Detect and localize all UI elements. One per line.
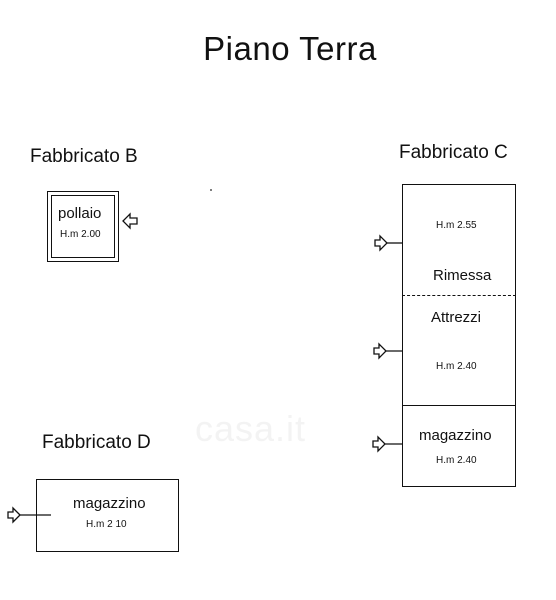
room-magazzino-c-name: magazzino [419, 427, 492, 444]
room-attrezzi-height: H.m 2.40 [436, 361, 477, 372]
room-attrezzi-name: Attrezzi [431, 309, 482, 326]
building-d-label: Fabbricato D [42, 432, 151, 453]
watermark: casa.it [195, 408, 307, 449]
entrance-arrow-icon [7, 506, 51, 524]
room-magazzino-d-height: H.m 2 10 [86, 519, 127, 530]
building-d-outline [36, 479, 179, 552]
building-b-inner-wall [51, 195, 115, 258]
building-b-outline [47, 191, 119, 262]
entrance-arrow-icon [374, 234, 403, 252]
page-title: Piano Terra [203, 30, 377, 67]
entrance-arrow-icon [373, 342, 403, 360]
building-c-wall-divider [402, 405, 516, 406]
building-b-label: Fabbricato B [30, 146, 138, 167]
room-rimessa-name: Rimessa [433, 267, 492, 284]
building-c-outline [402, 184, 516, 487]
room-pollaio-name: pollaio [58, 205, 102, 222]
room-pollaio-height: H.m 2.00 [60, 229, 101, 240]
building-c-dashed-divider [402, 295, 516, 296]
stray-mark [210, 189, 212, 191]
room-magazzino-c-height: H.m 2.40 [436, 455, 477, 466]
entrance-arrow-icon [372, 435, 403, 453]
entrance-arrow-icon [122, 212, 138, 230]
building-c-label: Fabbricato C [399, 142, 508, 163]
room-rimessa-height: H.m 2.55 [436, 220, 477, 231]
room-magazzino-d-name: magazzino [73, 495, 146, 512]
